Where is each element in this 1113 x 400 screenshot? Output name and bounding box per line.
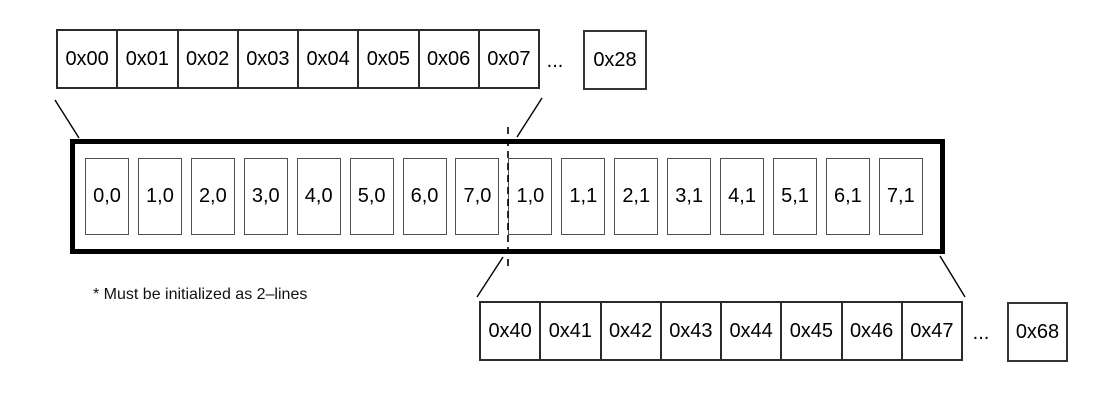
char-cell: 1,0 xyxy=(137,158,182,235)
connector-top-left xyxy=(54,99,80,139)
char-cell: 1,0 xyxy=(508,158,553,235)
char-cell: 7,1 xyxy=(878,158,923,235)
char-cell: 7,0 xyxy=(455,158,500,235)
char-cell: 4,0 xyxy=(296,158,341,235)
address-cell: 0x43 xyxy=(659,301,722,361)
ellipsis: ... xyxy=(546,50,564,72)
connector-top-right xyxy=(516,97,543,138)
display-buffer-cells: 0,0 1,0 2,0 3,0 4,0 5,0 6,0 7,0 1,0 1,1 … xyxy=(85,158,923,235)
footnote: * Must be initialized as 2–lines xyxy=(93,286,308,303)
address-cell: 0x46 xyxy=(840,301,903,361)
address-cell: 0x42 xyxy=(599,301,662,361)
address-cell: 0x00 xyxy=(56,29,119,89)
char-cell: 2,1 xyxy=(614,158,659,235)
address-cell: 0x01 xyxy=(116,29,179,89)
char-cell: 3,0 xyxy=(243,158,288,235)
char-cell: 6,1 xyxy=(825,158,870,235)
char-cell: 2,0 xyxy=(190,158,235,235)
address-cell: 0x07 xyxy=(477,29,540,89)
address-cell-last: 0x68 xyxy=(1007,302,1068,362)
char-cell: 6,0 xyxy=(402,158,447,235)
address-cell: 0x06 xyxy=(417,29,480,89)
char-cell: 1,1 xyxy=(561,158,606,235)
address-cell: 0x44 xyxy=(720,301,783,361)
address-cell-last: 0x28 xyxy=(583,30,647,90)
address-cell: 0x45 xyxy=(780,301,843,361)
char-cell: 3,1 xyxy=(667,158,712,235)
char-cell: 5,0 xyxy=(349,158,394,235)
connector-bottom-right xyxy=(939,255,966,298)
address-cell: 0x03 xyxy=(236,29,299,89)
address-cell: 0x40 xyxy=(479,301,542,361)
address-cell: 0x05 xyxy=(357,29,420,89)
char-cell: 0,0 xyxy=(85,158,129,235)
connector-bottom-left xyxy=(476,256,504,298)
address-cell: 0x02 xyxy=(176,29,239,89)
address-cell: 0x47 xyxy=(900,301,963,361)
ellipsis: ... xyxy=(972,322,990,344)
address-cell: 0x41 xyxy=(539,301,602,361)
char-cell: 5,1 xyxy=(772,158,817,235)
line2-address-row: 0x40 0x41 0x42 0x43 0x44 0x45 0x46 0x47 xyxy=(479,301,963,361)
address-cell: 0x04 xyxy=(297,29,360,89)
line1-address-row: 0x00 0x01 0x02 0x03 0x04 0x05 0x06 0x07 xyxy=(56,29,540,89)
char-cell: 4,1 xyxy=(720,158,765,235)
